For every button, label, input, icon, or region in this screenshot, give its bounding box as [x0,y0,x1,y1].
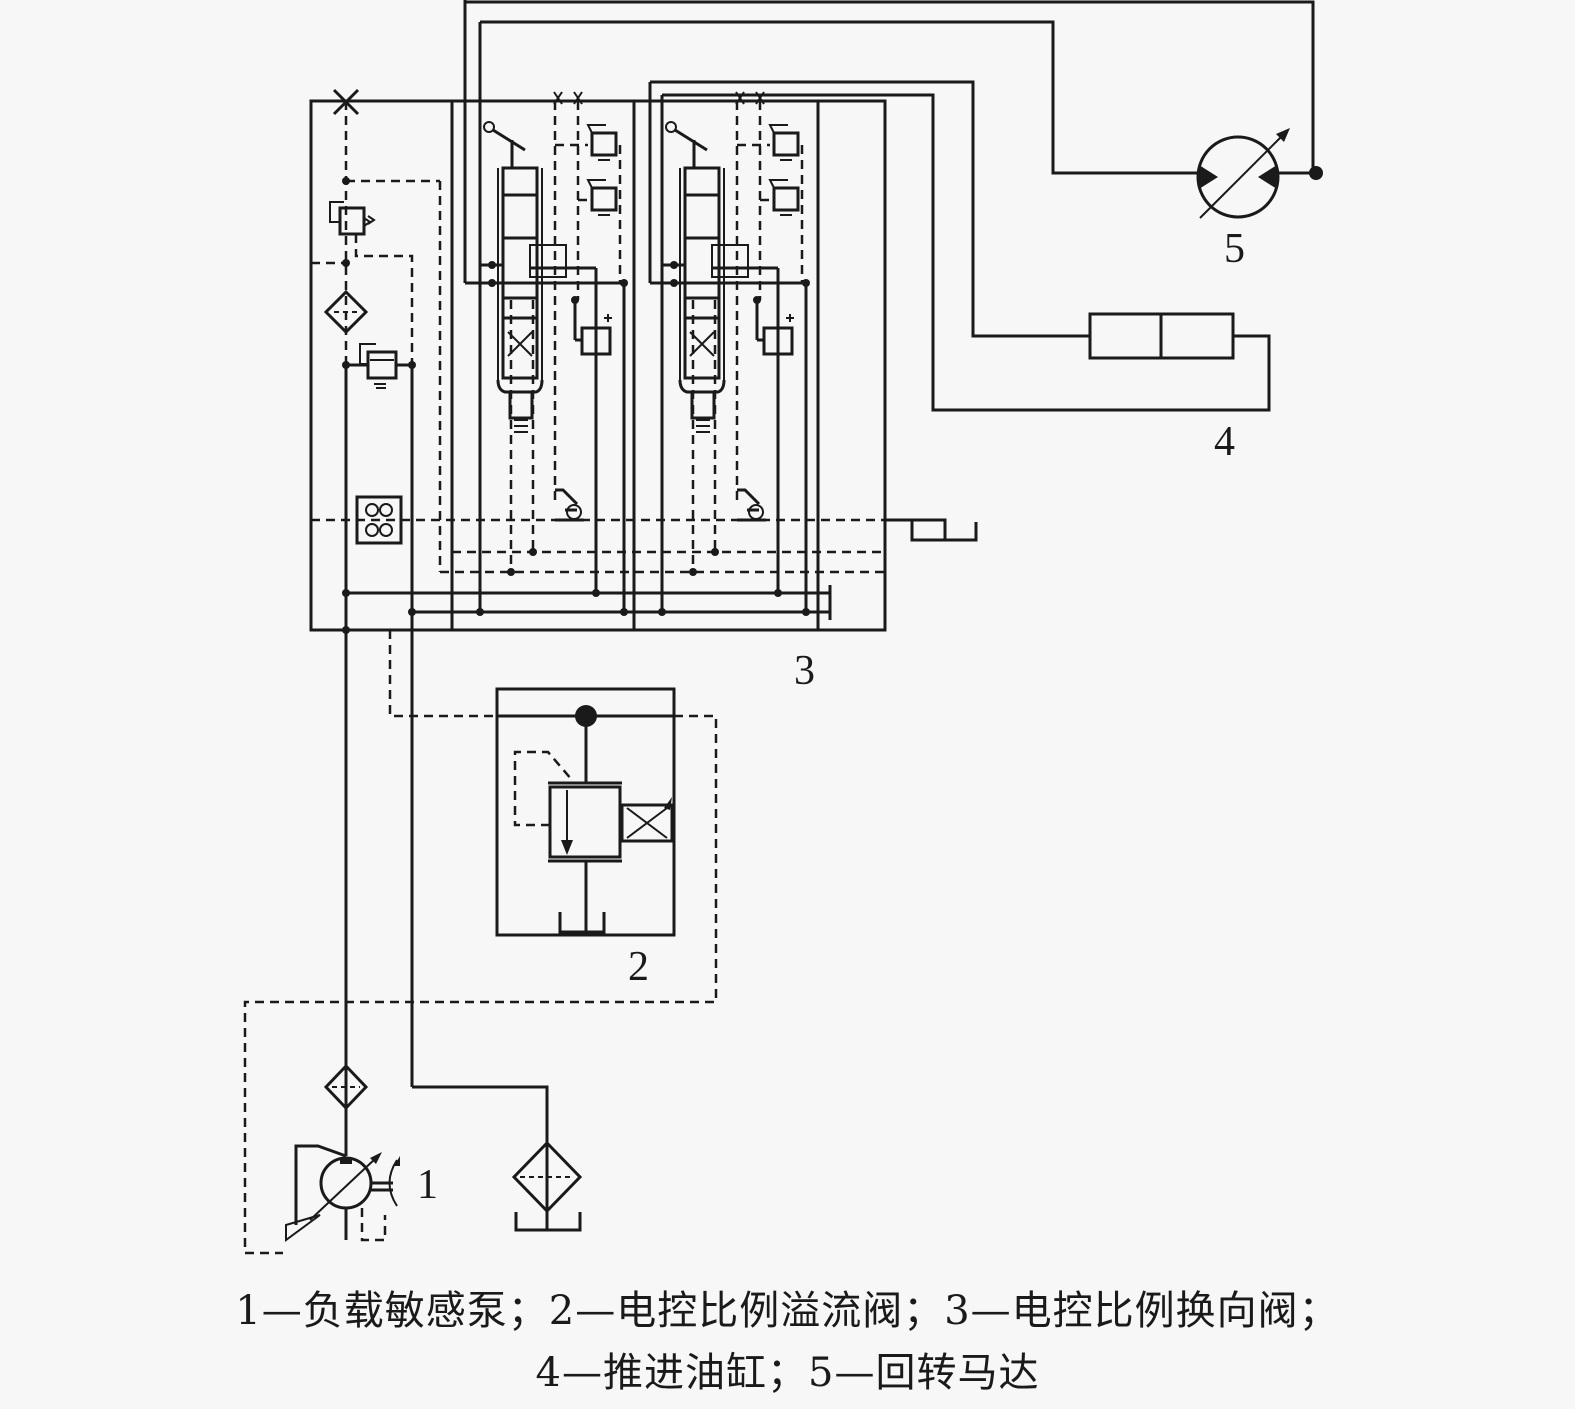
label-component-2: 2 [628,944,649,990]
rotary-motor-5 [1196,128,1323,219]
caption-line-1: 1—负载敏感泵；2—电控比例溢流阀；3—电控比例换向阀； [235,1288,1340,1334]
label-component-4: 4 [1214,419,1235,465]
label-component-3: 3 [794,648,815,694]
spool-valve-section-2 [648,82,810,612]
proportional-relief-valve-2 [243,630,718,1255]
valve-block-3 [309,88,978,634]
label-component-1: 1 [417,1162,438,1208]
load-sensing-pump-1 [285,630,583,1242]
label-component-5: 5 [1224,226,1245,272]
actuator-pipes [465,0,1315,412]
caption-line-2: 4—推进油缸；5—回转马达 [535,1350,1040,1396]
thrust-cylinder-4 [1088,312,1235,360]
spool-valve-section-1 [463,0,628,612]
